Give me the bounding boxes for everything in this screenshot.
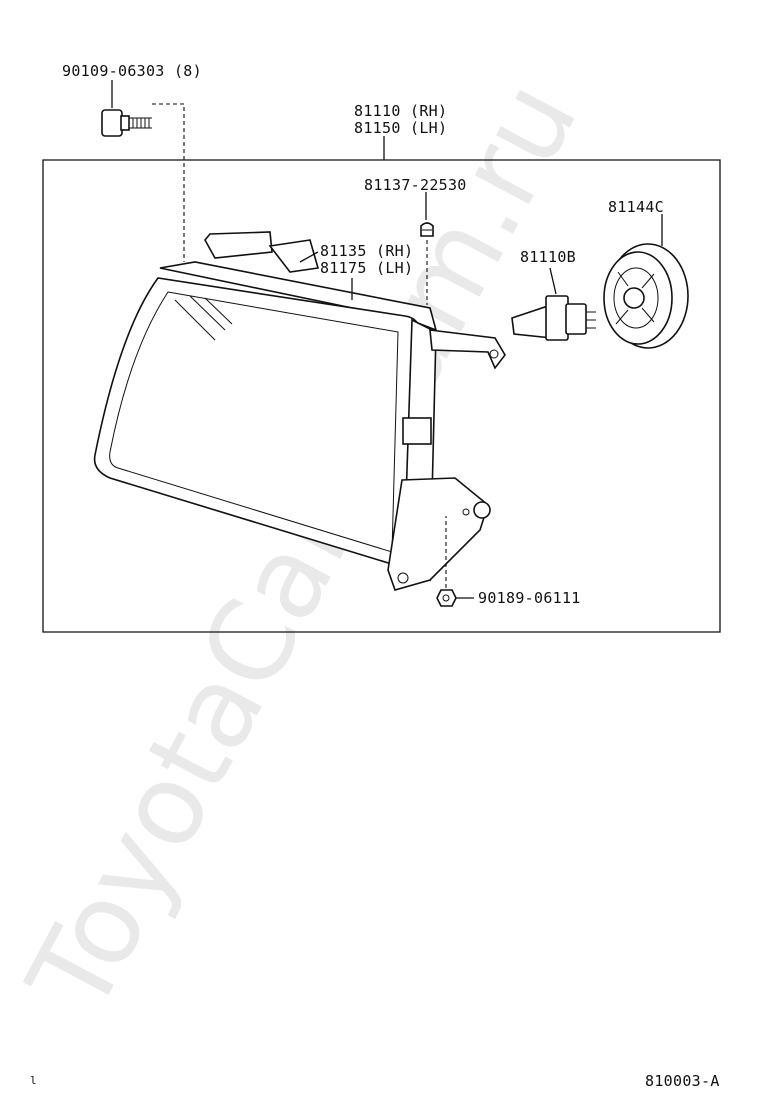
bulb-part-number: 81110B bbox=[520, 248, 576, 266]
bulb-leader bbox=[549, 267, 557, 295]
cover-part-number: 81144C bbox=[608, 198, 664, 216]
clip-part-number: 81137-22530 bbox=[364, 176, 467, 194]
diagram-code: 810003-A bbox=[645, 1072, 720, 1090]
corner-mark: l bbox=[30, 1074, 37, 1087]
assembly-lh-part-number: 81150 (LH) bbox=[354, 119, 447, 137]
bulb-icon bbox=[511, 295, 596, 341]
watermark: ToyotaCamrium.ru bbox=[4, 61, 603, 1033]
nut-icon bbox=[436, 589, 457, 607]
bolt-part-number: 90109-06303 (8) bbox=[62, 62, 202, 80]
headlamp-unit-icon bbox=[93, 231, 506, 591]
assembly-rh-part-number: 81110 (RH) bbox=[354, 102, 447, 120]
assembly-frame bbox=[42, 159, 721, 633]
unit-leader-rh bbox=[299, 251, 319, 263]
bolt-icon bbox=[101, 109, 152, 137]
unit-lh-part-number: 81175 (LH) bbox=[320, 259, 413, 277]
clip-icon bbox=[420, 222, 434, 237]
cover-icon bbox=[603, 243, 689, 349]
nut-part-number: 90189-06111 bbox=[478, 589, 581, 607]
bolt-dash-line bbox=[152, 103, 185, 262]
unit-rh-part-number: 81135 (RH) bbox=[320, 242, 413, 260]
